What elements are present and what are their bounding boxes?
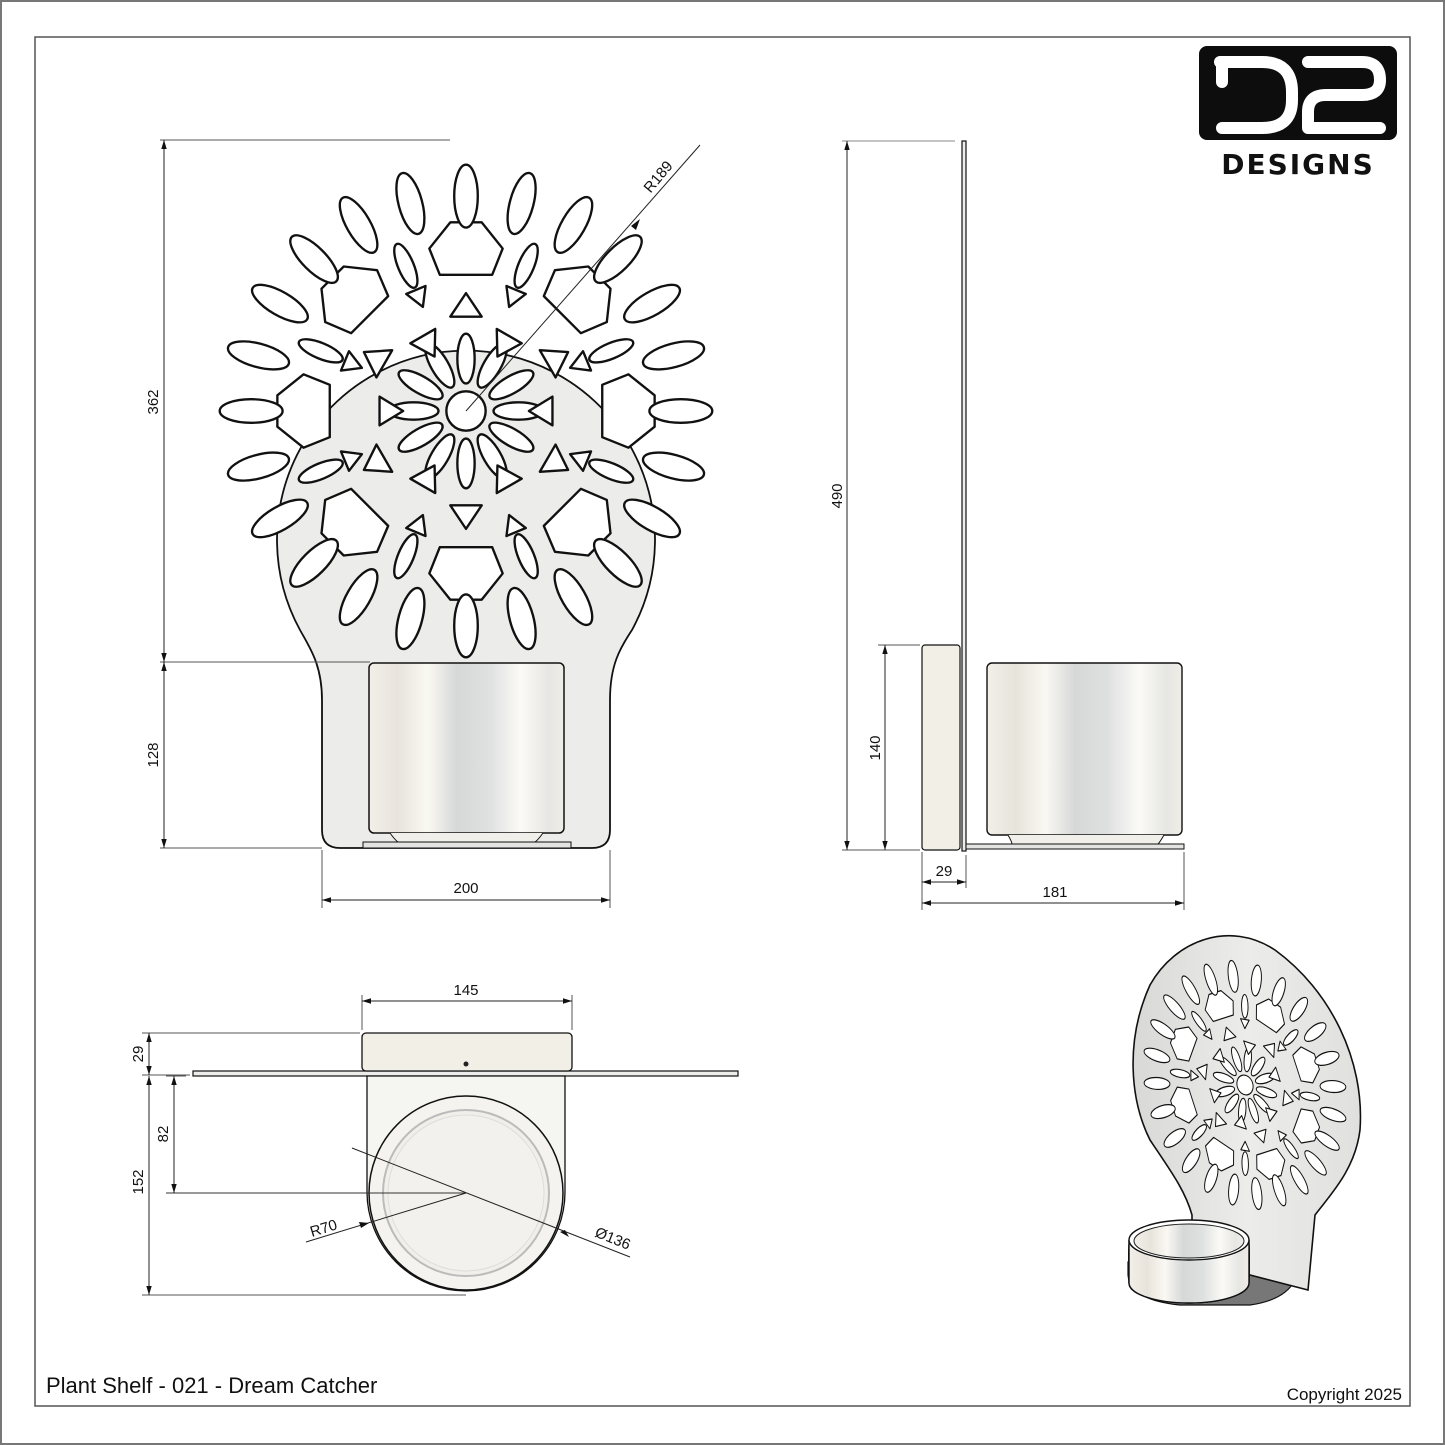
top-diameter-label: Ø136: [592, 1224, 632, 1254]
d2-designs-logo: DESIGNS: [1199, 46, 1397, 181]
side-pot-base: [1007, 834, 1165, 845]
isometric-view: [1111, 933, 1379, 1306]
front-height-upper-label: 362: [145, 389, 162, 414]
top-screw-hole: [463, 1061, 469, 1067]
side-bracket-height-label: 140: [867, 735, 884, 760]
front-height-lower-label: 128: [145, 742, 162, 767]
copyright-notice: Copyright 2025: [1287, 1385, 1402, 1404]
side-back-depth-label: 29: [936, 863, 953, 880]
drawing-title: Plant Shelf - 021 - Dream Catcher: [46, 1373, 377, 1398]
side-back-plate: [961, 140, 967, 852]
iso-planter-final: [1128, 1219, 1250, 1304]
top-view: 145 29 82 152 R70 Ø136: [130, 982, 739, 1296]
front-view: R189 362 128 200: [145, 139, 714, 908]
top-center-offset-label: 82: [155, 1126, 172, 1143]
inner-frame: [34, 36, 1411, 1407]
side-back-bracket: [921, 644, 961, 851]
top-total-depth-label: 152: [130, 1169, 147, 1194]
iso-back-plate: [1132, 934, 1362, 1292]
top-back-plate: [192, 1070, 739, 1077]
top-bracket: [361, 1032, 573, 1072]
side-base-plate: [965, 843, 1185, 850]
front-width-label: 200: [453, 880, 478, 897]
front-pot: [368, 662, 565, 834]
front-bracket-lip: [362, 841, 572, 849]
front-pot-base: [389, 832, 544, 843]
side-view: 490 140 29 181: [829, 140, 1185, 910]
top-holder-width-label: 145: [453, 982, 478, 999]
logo-wordmark: DESIGNS: [1221, 148, 1375, 181]
iso-planter-rim-inner: [1133, 1223, 1245, 1259]
logo-2-glyph: [1302, 56, 1386, 134]
side-pot: [986, 662, 1183, 836]
logo-d-glyph: [1214, 56, 1298, 134]
top-inner-radius-label: R70: [308, 1217, 339, 1241]
side-total-depth-label: 181: [1042, 884, 1067, 901]
side-total-height-label: 490: [829, 483, 846, 508]
top-back-depth-label: 29: [130, 1046, 147, 1063]
